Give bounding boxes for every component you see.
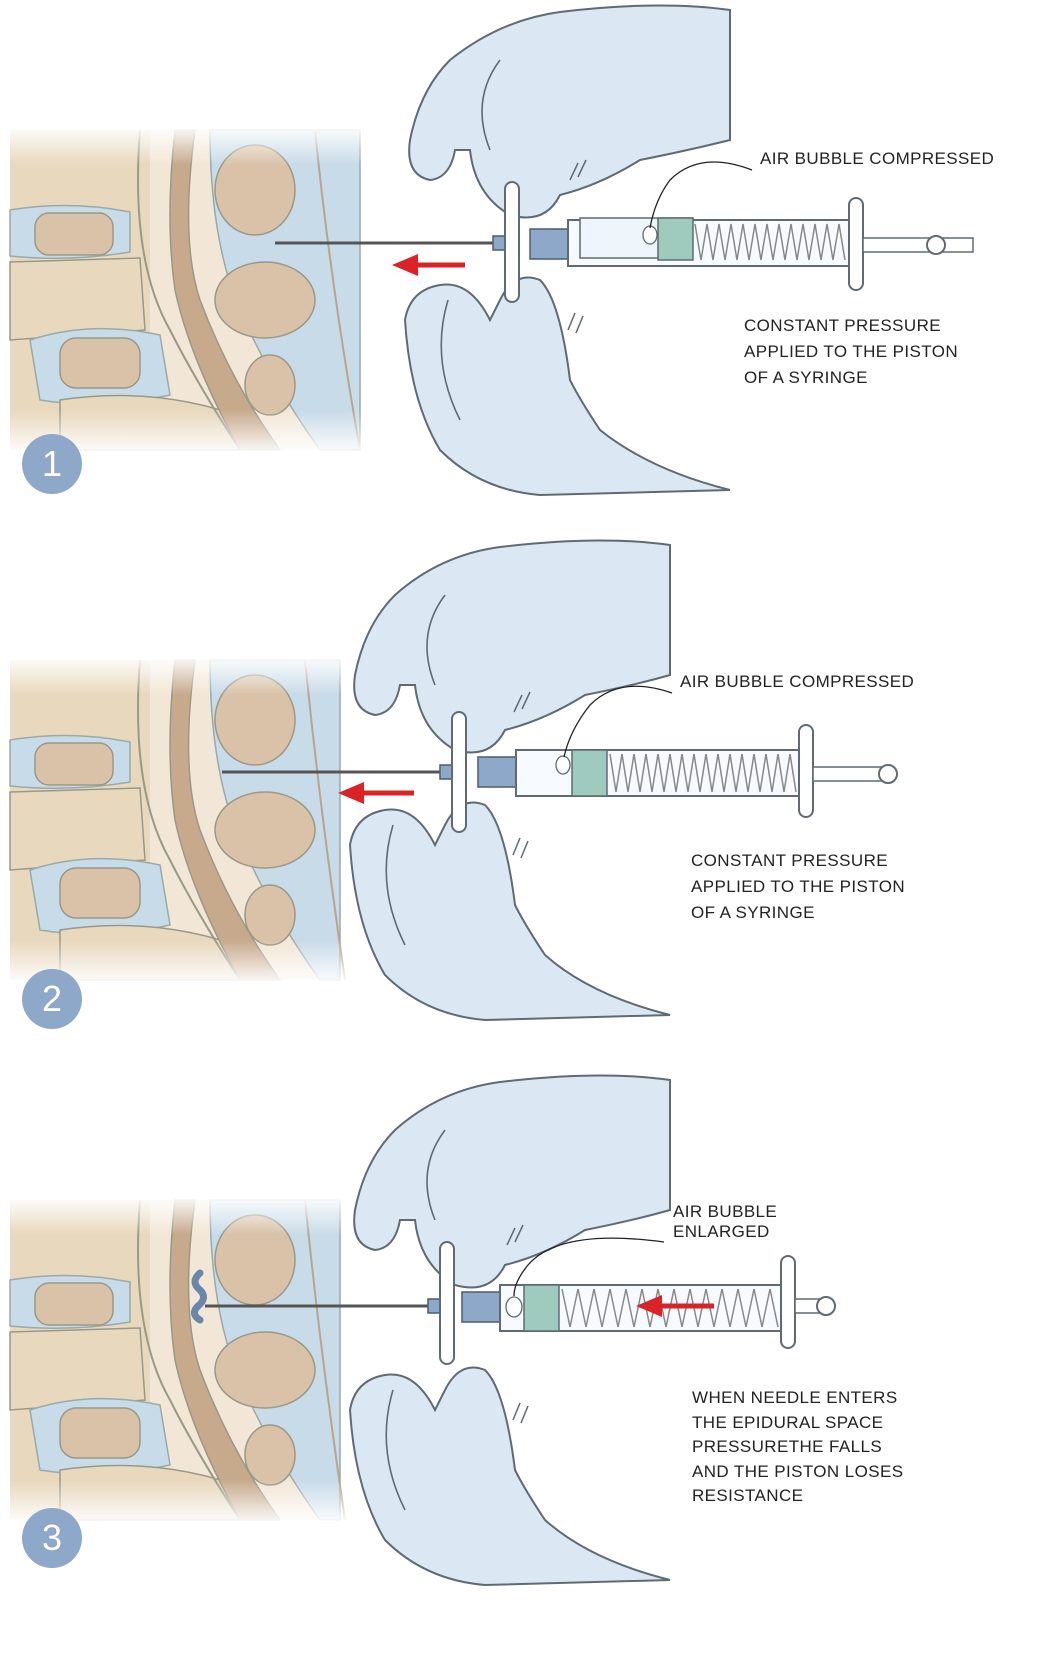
vertebral-body — [9, 787, 146, 871]
pressure-note: CONSTANT PRESSURE APPLIED TO THE PISTON … — [691, 851, 906, 922]
upper-gloved-hand — [353, 1074, 671, 1289]
plunger-rod — [862, 237, 974, 253]
needle-hub-wing — [504, 181, 520, 303]
syringe — [427, 1241, 836, 1365]
callout-leader — [513, 1237, 665, 1297]
vertebral-body — [9, 1327, 146, 1411]
callout-leader — [563, 685, 673, 758]
step-3-illustration — [0, 1074, 836, 1587]
resistance-note: WHEN NEEDLE ENTERS THE EPIDURAL SPACE PR… — [692, 1388, 904, 1505]
pressure-note: CONSTANT PRESSURE APPLIED TO THE PISTON … — [744, 316, 959, 387]
step-number-badge: 3 — [22, 1508, 82, 1568]
vertebral-body — [9, 257, 146, 341]
lower-gloved-hand — [348, 801, 671, 1022]
spinous-process — [214, 261, 316, 339]
upper-gloved-hand — [353, 539, 671, 754]
fluid-column — [657, 217, 694, 261]
deflected-dura — [191, 1269, 207, 1324]
upper-gloved-hand — [408, 4, 731, 219]
plunger-movement-arrow — [636, 1295, 714, 1317]
step-1-panel: AIR BUBBLE COMPRESSED CONSTANT PRESSURE … — [0, 0, 1050, 555]
lower-gloved-hand — [403, 276, 731, 497]
syringe — [492, 181, 974, 303]
compressed-spring — [694, 223, 846, 261]
spinous-process — [214, 1331, 316, 1409]
fluid-column — [523, 1284, 560, 1332]
step-2-illustration — [0, 539, 898, 1022]
air-bubble — [505, 1296, 523, 1318]
lower-gloved-hand — [348, 1366, 671, 1587]
spine-section — [0, 655, 350, 985]
spinous-process — [214, 791, 316, 869]
needle-hub-wing — [451, 711, 467, 833]
needle-hub-wing — [439, 1241, 455, 1365]
step-number-badge: 1 — [22, 434, 82, 494]
needle-direction-arrow — [392, 254, 465, 276]
compressed-spring — [609, 753, 797, 793]
ligament-line — [137, 1199, 241, 1521]
callout-leader — [649, 161, 753, 229]
callout-label: AIR BUBBLE COMPRESSED — [760, 149, 995, 168]
callout-label: AIR BUBBLE COMPRESSED — [680, 672, 915, 691]
ligament-line — [137, 659, 241, 981]
plunger-rod — [812, 766, 889, 782]
step-1-illustration — [0, 4, 974, 497]
air-bubble — [555, 755, 571, 775]
callout-label: AIR BUBBLE ENLARGED — [673, 1202, 778, 1241]
spine-section — [0, 1195, 350, 1525]
needle-direction-arrow — [338, 782, 414, 804]
air-bubble — [642, 225, 658, 245]
step-2-panel: AIR BUBBLE COMPRESSED CONSTANT PRESSURE … — [0, 535, 1050, 1090]
fluid-column — [571, 749, 608, 797]
ligament-line — [137, 129, 241, 451]
step-number-badge: 2 — [22, 969, 82, 1029]
step-3-panel: AIR BUBBLE ENLARGED WHEN NEEDLE ENTERS T… — [0, 1070, 1050, 1664]
spine-section — [0, 125, 370, 455]
syringe — [439, 711, 898, 833]
